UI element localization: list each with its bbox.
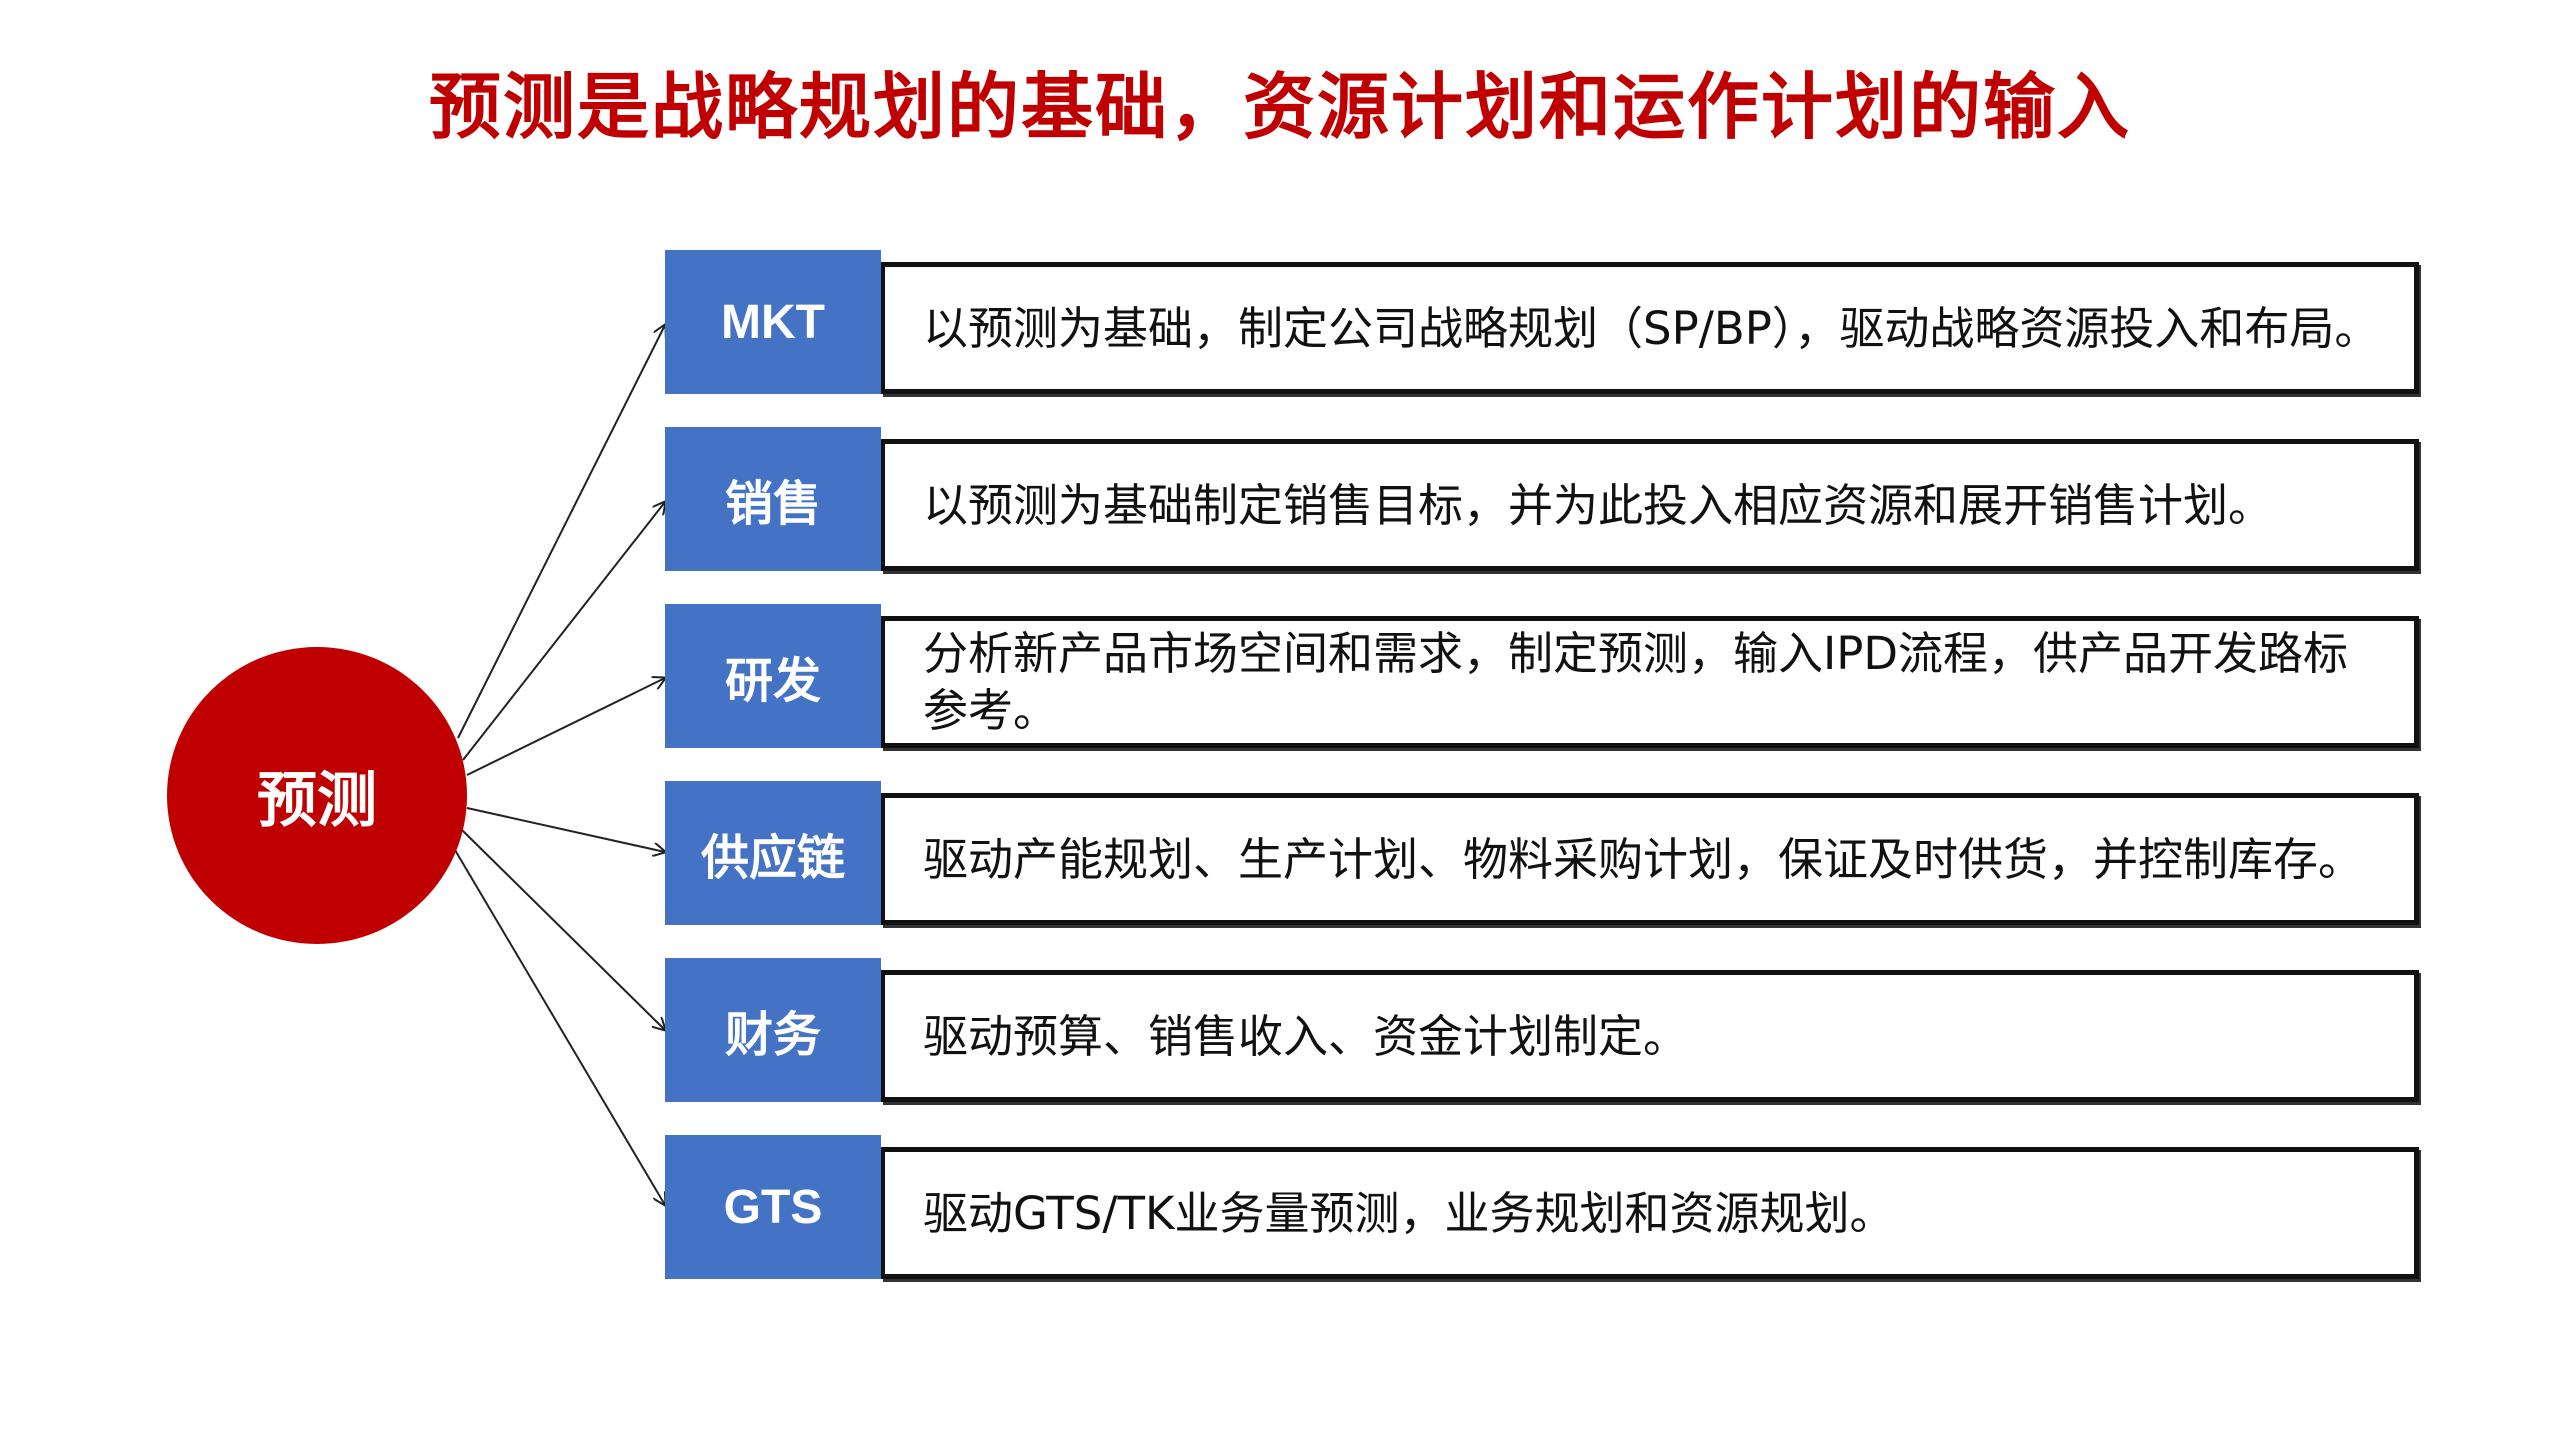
label-rd: 研发 [665,604,881,748]
desc-finance: 驱动预算、销售收入、资金计划制定。 [881,970,2419,1102]
arrow-to-supply-chain [466,807,665,852]
row-mkt: MKT 以预测为基础，制定公司战略规划（SP/BP），驱动战略资源投入和布局。 [0,250,2560,400]
label-finance: 财务 [665,958,881,1102]
arrow-to-rd [466,678,665,776]
desc-mkt: 以预测为基础，制定公司战略规划（SP/BP），驱动战略资源投入和布局。 [881,262,2419,394]
desc-gts: 驱动GTS/TK业务量预测，业务规划和资源规划。 [881,1147,2419,1279]
row-rd: 研发 分析新产品市场空间和需求，制定预测，输入IPD流程，供产品开发路标参考。 [0,604,2560,754]
page-title: 预测是战略规划的基础，资源计划和运作计划的输入 [428,65,2131,149]
label-supply-chain: 供应链 [665,781,881,925]
desc-sales: 以预测为基础制定销售目标，并为此投入相应资源和展开销售计划。 [881,439,2419,571]
label-mkt: MKT [665,250,881,394]
arrow-to-sales [462,502,665,761]
desc-rd: 分析新产品市场空间和需求，制定预测，输入IPD流程，供产品开发路标参考。 [881,616,2419,748]
row-supply-chain: 供应链 驱动产能规划、生产计划、物料采购计划，保证及时供货，并控制库存。 [0,781,2560,931]
desc-supply-chain: 驱动产能规划、生产计划、物料采购计划，保证及时供货，并控制库存。 [881,793,2419,925]
arrow-to-finance [461,829,665,1030]
row-gts: GTS 驱动GTS/TK业务量预测，业务规划和资源规划。 [0,1135,2560,1285]
arrow-to-mkt [457,325,665,739]
row-sales: 销售 以预测为基础制定销售目标，并为此投入相应资源和展开销售计划。 [0,427,2560,577]
arrow-to-gts [454,849,665,1205]
label-sales: 销售 [665,427,881,571]
label-gts: GTS [665,1135,881,1279]
forecast-hub-circle: 预测 [167,647,467,944]
row-finance: 财务 驱动预算、销售收入、资金计划制定。 [0,958,2560,1108]
